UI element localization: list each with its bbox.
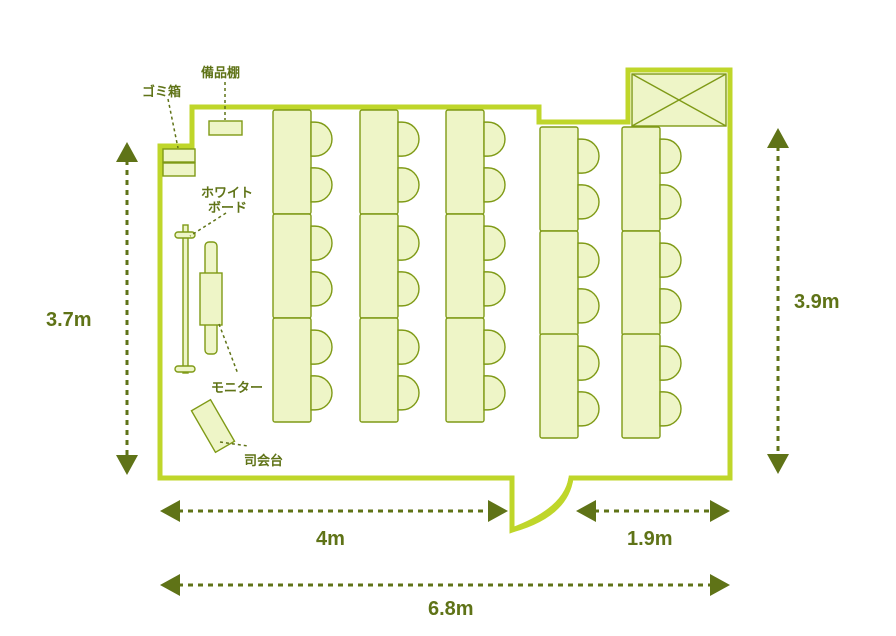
label-shelf: 備品棚	[201, 65, 240, 81]
chair	[483, 167, 506, 203]
chair	[397, 375, 420, 411]
trash-bin	[162, 148, 196, 177]
chair	[577, 138, 600, 174]
label-whiteboard-2: ボード	[208, 200, 247, 216]
desk	[445, 109, 485, 215]
desk-layout	[272, 109, 682, 439]
desk	[621, 333, 661, 439]
dimension-bottom-left-label: 4m	[316, 528, 345, 550]
desk	[272, 213, 312, 319]
desk	[359, 317, 399, 423]
chair	[397, 121, 420, 157]
chair	[397, 167, 420, 203]
desk	[445, 317, 485, 423]
desk	[539, 230, 579, 336]
chair	[577, 345, 600, 381]
chair	[659, 138, 682, 174]
monitor-leader	[218, 323, 239, 375]
chair	[397, 271, 420, 307]
dimension-right-height	[767, 128, 789, 474]
dimension-bottom-right	[576, 500, 730, 522]
chair	[310, 329, 333, 365]
label-podium: 司会台	[244, 453, 283, 469]
label-trash: ゴミ箱	[142, 84, 181, 100]
pillar-box	[631, 73, 727, 127]
chair	[577, 391, 600, 427]
chair	[577, 242, 600, 278]
dimension-left-label: 3.7m	[46, 309, 92, 331]
chair	[659, 391, 682, 427]
chair	[577, 184, 600, 220]
desk	[272, 317, 312, 423]
door-swing	[511, 477, 574, 533]
dimension-total-label: 6.8m	[428, 598, 474, 620]
chair	[483, 375, 506, 411]
label-whiteboard-1: ホワイト	[201, 186, 253, 201]
chair	[659, 345, 682, 381]
chair	[659, 242, 682, 278]
dimension-total-width	[160, 574, 730, 596]
label-monitor: モニター	[211, 381, 263, 396]
chair	[310, 225, 333, 261]
desk	[621, 126, 661, 232]
desk	[359, 109, 399, 215]
chair	[483, 121, 506, 157]
dimension-left-height	[116, 142, 138, 475]
chair	[397, 225, 420, 261]
chair	[310, 375, 333, 411]
dimension-bottom-right-label: 1.9m	[627, 528, 673, 550]
chair	[310, 121, 333, 157]
desk	[272, 109, 312, 215]
chair	[483, 329, 506, 365]
desk	[621, 230, 661, 336]
chair	[659, 288, 682, 324]
desk	[359, 213, 399, 319]
chair	[577, 288, 600, 324]
desk	[539, 333, 579, 439]
chair	[483, 225, 506, 261]
chair	[483, 271, 506, 307]
equipment-shelf	[208, 120, 243, 136]
whiteboard	[174, 224, 196, 374]
chair	[310, 271, 333, 307]
desk	[539, 126, 579, 232]
chair	[397, 329, 420, 365]
monitor	[199, 241, 223, 355]
podium-leader	[219, 441, 249, 447]
chair	[310, 167, 333, 203]
chair	[659, 184, 682, 220]
whiteboard-leader	[189, 212, 227, 237]
dimension-bottom-left	[160, 500, 508, 522]
dimension-right-label: 3.9m	[794, 291, 840, 313]
podium	[190, 398, 236, 454]
trash-leader	[167, 98, 179, 149]
desk	[445, 213, 485, 319]
